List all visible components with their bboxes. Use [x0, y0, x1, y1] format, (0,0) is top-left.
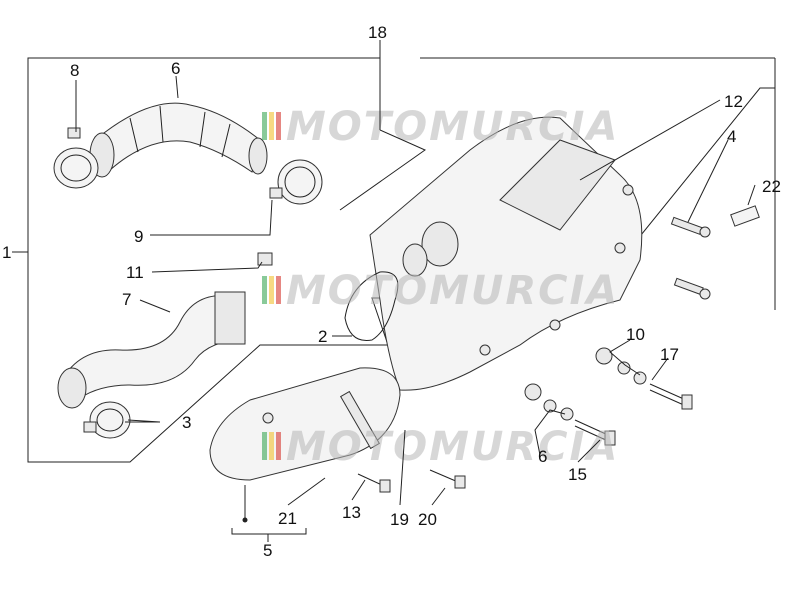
label-20: 20: [418, 510, 437, 529]
spacers-part-6-lower: [524, 383, 574, 421]
dowel-pin-part-22: [730, 205, 760, 227]
label-18: 18: [368, 23, 387, 42]
screw-part-13: [357, 473, 391, 493]
bolt-part-11: [257, 252, 273, 266]
watermark-logo-middle: MOTOMURCIA: [262, 268, 619, 314]
clamp-part-3: [83, 401, 131, 439]
label-8: 8: [70, 61, 79, 80]
spacers-part-10: [595, 347, 647, 385]
watermark-text: MOTOMURCIA: [286, 268, 619, 314]
label-5: 5: [263, 541, 272, 560]
intake-hose-part-6: [89, 102, 268, 178]
label-6-lower: 6: [538, 447, 547, 466]
label-2: 2: [318, 327, 327, 346]
hose-clamp-right: [269, 159, 323, 205]
label-3: 3: [182, 413, 191, 432]
label-1: 1: [2, 243, 11, 262]
cover-part-21: [209, 367, 401, 481]
label-22: 22: [762, 177, 781, 196]
screw-part-20: [429, 469, 466, 489]
watermark-logo-bottom: MOTOMURCIA: [262, 424, 619, 470]
bolt-part-17: [649, 383, 693, 410]
label-6-upper: 6: [171, 59, 180, 78]
watermark-text: MOTOMURCIA: [286, 424, 619, 470]
label-10: 10: [626, 325, 645, 344]
duct-part-7: [57, 291, 246, 409]
air-box-housing-part-12: [369, 116, 643, 391]
label-19: 19: [390, 510, 409, 529]
part-number-labels: 1 2 3 4 5 6 6 7 8 9 10 11 12 13 15 17 18…: [2, 23, 781, 560]
label-21: 21: [278, 509, 297, 528]
screw-part-4: [670, 216, 711, 300]
label-7: 7: [122, 290, 131, 309]
bolt-part-15: [574, 419, 616, 446]
leader-lines: [75, 40, 756, 542]
hose-clamp-part-8: [53, 127, 99, 189]
label-12: 12: [724, 92, 743, 111]
watermark-logo-top: MOTOMURCIA: [262, 104, 619, 150]
label-17: 17: [660, 345, 679, 364]
label-9: 9: [134, 227, 143, 246]
assembly-frame: [12, 57, 776, 463]
label-4: 4: [727, 127, 736, 146]
watermark-text: MOTOMURCIA: [286, 104, 619, 150]
gasket-part-2: [344, 271, 399, 342]
label-15: 15: [568, 465, 587, 484]
label-13: 13: [342, 503, 361, 522]
label-11: 11: [126, 263, 144, 282]
